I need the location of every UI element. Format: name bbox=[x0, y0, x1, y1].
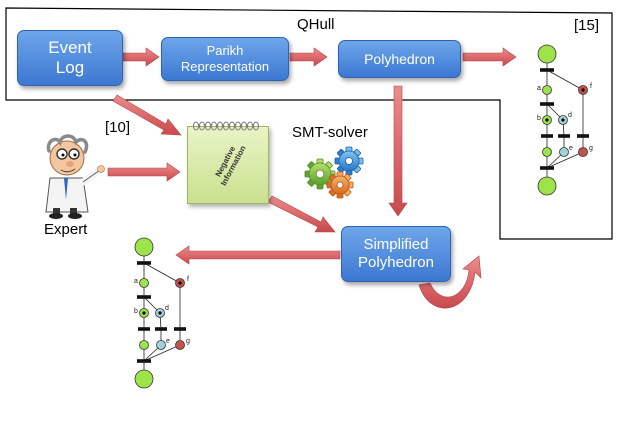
petri-place-g bbox=[175, 340, 185, 350]
petri-end-place bbox=[134, 369, 154, 389]
petri-transition bbox=[541, 134, 553, 138]
arrow-parikh-to-polyhedron bbox=[289, 47, 328, 67]
arrow-note-to-simplified bbox=[267, 195, 336, 233]
petri-place-d-token bbox=[158, 311, 162, 315]
petri-transition bbox=[137, 295, 151, 299]
negative-information-note: Negative Information bbox=[187, 121, 269, 204]
event-log-label: Event Log bbox=[48, 37, 92, 77]
arrow-eventlog-to-note bbox=[112, 94, 182, 136]
petri-label-g: g bbox=[186, 338, 190, 345]
petri-label-b: b bbox=[134, 308, 138, 315]
petri-place-a bbox=[139, 278, 149, 288]
petri-transition bbox=[540, 166, 554, 170]
arrow-polyhedron-to-petrinet bbox=[462, 47, 517, 67]
petri-start-place bbox=[537, 44, 557, 64]
petri-label-e: e bbox=[569, 145, 573, 152]
smt-solver-label: SMT-solver bbox=[292, 124, 368, 141]
arrow-eventlog-to-parikh bbox=[122, 47, 160, 67]
petri-place-e bbox=[156, 340, 166, 350]
parikh-representation-box: Parikh Representation bbox=[161, 37, 289, 81]
petri-label-f: f bbox=[187, 276, 189, 283]
simplified-label: Simplified Polyhedron bbox=[358, 236, 434, 271]
petri-place-f-token bbox=[581, 88, 585, 92]
petri-arc bbox=[546, 69, 584, 91]
petri-place-d-token bbox=[561, 118, 565, 122]
petri-place-b-token bbox=[545, 118, 549, 122]
pipeline-outline bbox=[5, 7, 613, 240]
petri-place-a bbox=[542, 85, 552, 95]
petri-transition bbox=[138, 327, 150, 331]
arrow-polyhedron-to-simplified bbox=[388, 85, 408, 217]
petri-start-place bbox=[134, 237, 154, 257]
petri-label-a: a bbox=[537, 85, 541, 92]
petri-transition bbox=[137, 261, 151, 265]
petri-label-a: a bbox=[134, 278, 138, 285]
arrow-self-loop bbox=[418, 255, 482, 309]
petri-place bbox=[542, 147, 552, 157]
gears-icon bbox=[304, 146, 364, 199]
petri-place-b-token bbox=[142, 311, 146, 315]
petri-transition bbox=[174, 327, 186, 331]
petri-label-d: d bbox=[568, 112, 572, 119]
arrow-simplified-to-output-net bbox=[175, 245, 341, 265]
petri-place-f-token bbox=[178, 281, 182, 285]
expert-label: Expert bbox=[44, 221, 88, 238]
qhull-label: QHull bbox=[297, 16, 335, 33]
expert-figure-icon bbox=[45, 134, 105, 219]
simplified-polyhedron-box: Simplified Polyhedron bbox=[341, 226, 451, 282]
notepad-rings-icon bbox=[193, 121, 259, 131]
petri-transition bbox=[558, 134, 570, 138]
petri-end-place bbox=[537, 176, 557, 196]
ref-15-label: [15] bbox=[574, 17, 600, 34]
petri-label-d: d bbox=[165, 305, 169, 312]
petri-label-f: f bbox=[590, 83, 592, 90]
petri-label-g: g bbox=[589, 145, 593, 152]
petri-label-b: b bbox=[537, 115, 541, 122]
polyhedron-label: Polyhedron bbox=[364, 50, 435, 67]
petri-arc bbox=[143, 262, 181, 284]
petri-transition bbox=[137, 359, 151, 363]
petri-transition bbox=[577, 134, 589, 138]
polyhedron-box: Polyhedron bbox=[338, 40, 461, 78]
note-label: Negative Information bbox=[213, 144, 248, 188]
petri-transition bbox=[540, 102, 554, 106]
petri-net-original: a f b d e g bbox=[537, 44, 593, 196]
event-log-box: Event Log bbox=[17, 30, 123, 86]
petri-place-e bbox=[559, 147, 569, 157]
petri-arc bbox=[546, 151, 584, 169]
petri-label-e: e bbox=[166, 338, 170, 345]
ref-10-label: [10] bbox=[105, 119, 131, 136]
parikh-label: Parikh Representation bbox=[180, 43, 270, 74]
petri-transition bbox=[540, 68, 554, 72]
petri-place bbox=[139, 340, 149, 350]
petri-arc bbox=[143, 344, 181, 362]
petri-transition bbox=[155, 327, 167, 331]
petri-net-simplified: a f b d e g bbox=[134, 237, 190, 389]
arrow-expert-to-note bbox=[107, 162, 181, 182]
petri-place-g bbox=[578, 147, 588, 157]
